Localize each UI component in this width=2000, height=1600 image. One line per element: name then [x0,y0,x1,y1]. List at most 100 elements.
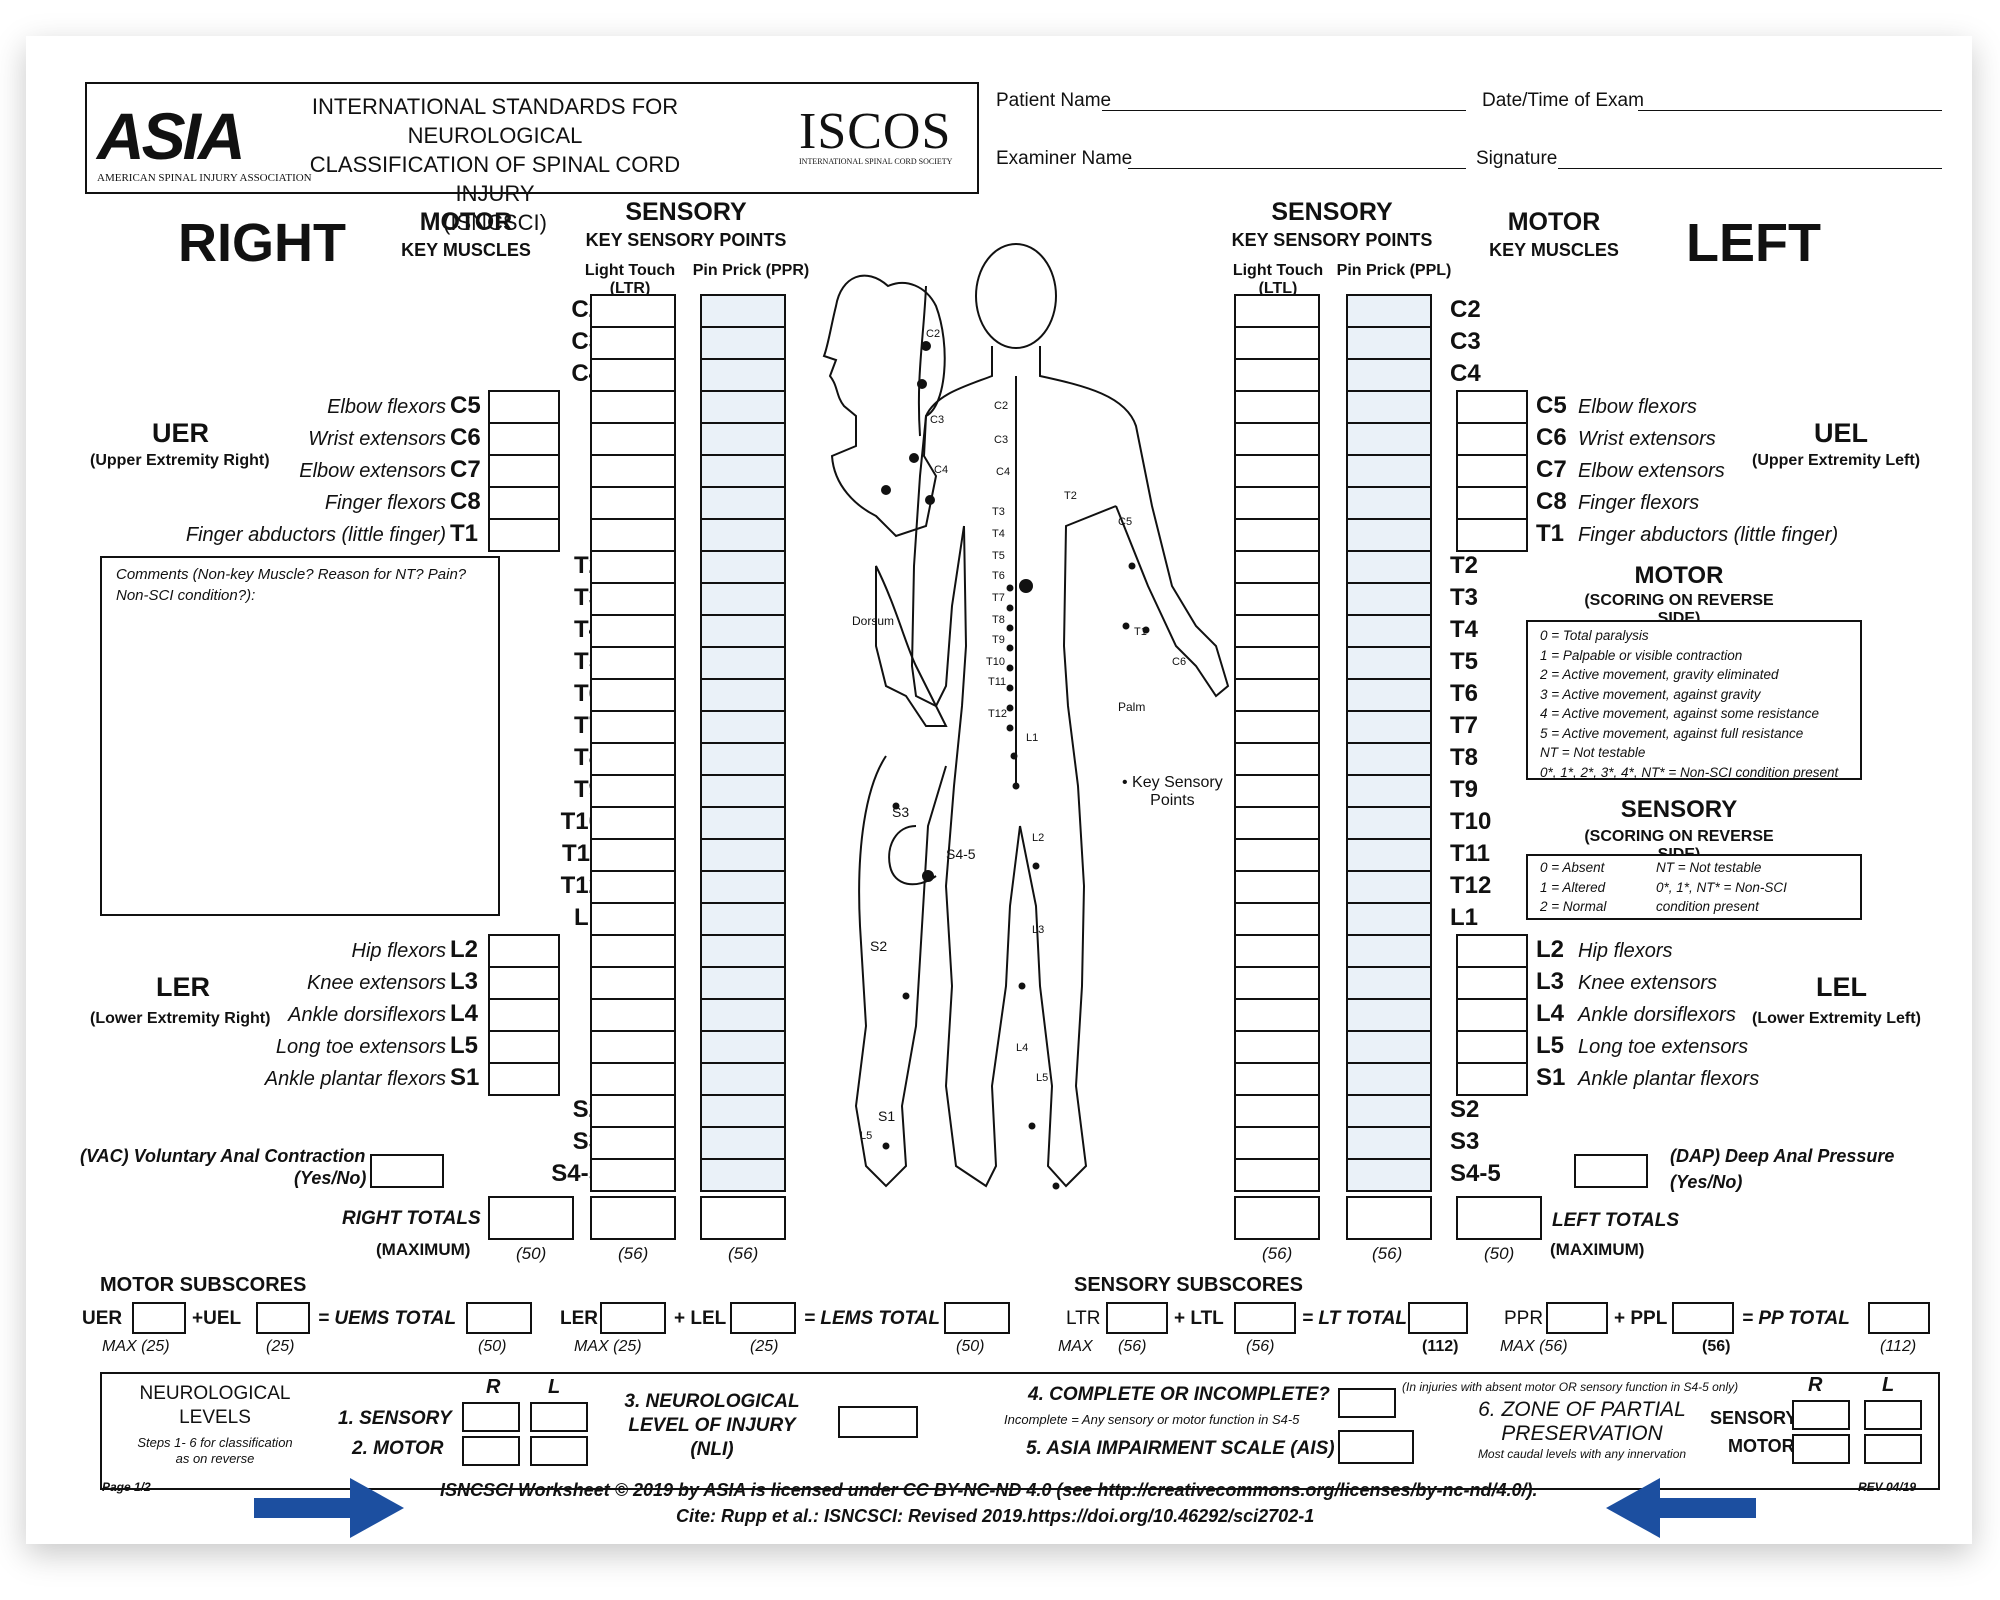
right-motor-cell[interactable] [488,486,560,520]
right-motor-cell[interactable] [488,1030,560,1064]
zpp-motor-right[interactable] [1792,1434,1850,1464]
right-lt-cell[interactable] [590,902,676,936]
left-pp-cell[interactable] [1346,710,1432,744]
right-lt-cell[interactable] [590,326,676,360]
left-pp-cell[interactable] [1346,358,1432,392]
signature-field[interactable] [1558,168,1942,169]
left-pp-cell[interactable] [1346,614,1432,648]
left-lt-cell[interactable] [1234,518,1320,552]
left-pp-cell[interactable] [1346,902,1432,936]
zpp-sensory-left[interactable] [1864,1400,1922,1430]
right-motor-total[interactable] [488,1196,574,1240]
right-lt-cell[interactable] [590,1094,676,1128]
right-pp-cell[interactable] [700,454,786,488]
left-lt-cell[interactable] [1234,646,1320,680]
left-pp-cell[interactable] [1346,870,1432,904]
right-pp-cell[interactable] [700,966,786,1000]
right-pp-cell[interactable] [700,486,786,520]
sensory-level-right[interactable] [462,1402,520,1432]
motor-level-left[interactable] [530,1436,588,1466]
right-pp-cell[interactable] [700,582,786,616]
left-pp-cell[interactable] [1346,454,1432,488]
left-motor-total[interactable] [1456,1196,1542,1240]
right-lt-cell[interactable] [590,998,676,1032]
ppr-subscore-input[interactable] [1546,1302,1608,1334]
right-lt-cell[interactable] [590,710,676,744]
right-lt-cell[interactable] [590,614,676,648]
right-pp-cell[interactable] [700,742,786,776]
left-lt-cell[interactable] [1234,550,1320,584]
left-lt-cell[interactable] [1234,1158,1320,1192]
vac-input[interactable] [370,1154,444,1188]
left-motor-cell[interactable] [1456,966,1528,1000]
left-motor-cell[interactable] [1456,454,1528,488]
right-pp-cell[interactable] [700,294,786,328]
right-pp-cell[interactable] [700,678,786,712]
right-pp-cell[interactable] [700,390,786,424]
left-pp-cell[interactable] [1346,838,1432,872]
right-lt-cell[interactable] [590,1030,676,1064]
right-lt-cell[interactable] [590,358,676,392]
uel-subscore-input[interactable] [256,1302,310,1334]
right-lt-cell[interactable] [590,454,676,488]
left-motor-cell[interactable] [1456,486,1528,520]
pp-total-input[interactable] [1868,1302,1930,1334]
right-pp-cell[interactable] [700,806,786,840]
right-motor-cell[interactable] [488,390,560,424]
left-pp-cell[interactable] [1346,1094,1432,1128]
left-motor-cell[interactable] [1456,1030,1528,1064]
right-motor-cell[interactable] [488,454,560,488]
left-pp-cell[interactable] [1346,550,1432,584]
right-pp-cell[interactable] [700,902,786,936]
lems-total-input[interactable] [944,1302,1010,1334]
right-motor-cell[interactable] [488,518,560,552]
right-lt-cell[interactable] [590,934,676,968]
right-pp-cell[interactable] [700,614,786,648]
right-lt-cell[interactable] [590,742,676,776]
left-pp-cell[interactable] [1346,646,1432,680]
left-motor-cell[interactable] [1456,1062,1528,1096]
right-pp-cell[interactable] [700,358,786,392]
left-lt-cell[interactable] [1234,742,1320,776]
left-pp-cell[interactable] [1346,966,1432,1000]
ltl-subscore-input[interactable] [1234,1302,1296,1334]
motor-level-right[interactable] [462,1436,520,1466]
left-pp-cell[interactable] [1346,678,1432,712]
right-pp-cell[interactable] [700,1126,786,1160]
left-motor-cell[interactable] [1456,998,1528,1032]
right-lt-cell[interactable] [590,646,676,680]
nli-input[interactable] [838,1406,918,1438]
left-lt-cell[interactable] [1234,774,1320,808]
uems-total-input[interactable] [466,1302,532,1334]
ler-subscore-input[interactable] [600,1302,666,1334]
dap-input[interactable] [1574,1154,1648,1188]
right-lt-cell[interactable] [590,838,676,872]
left-lt-cell[interactable] [1234,678,1320,712]
date-time-field[interactable] [1638,110,1942,111]
right-pp-cell[interactable] [700,870,786,904]
right-pp-cell[interactable] [700,1062,786,1096]
lel-subscore-input[interactable] [730,1302,796,1334]
ais-input[interactable] [1338,1430,1414,1464]
right-lt-total[interactable] [590,1196,676,1240]
left-pp-cell[interactable] [1346,1030,1432,1064]
right-motor-cell[interactable] [488,934,560,968]
right-lt-cell[interactable] [590,774,676,808]
ltr-subscore-input[interactable] [1106,1302,1168,1334]
left-motor-cell[interactable] [1456,390,1528,424]
right-pp-cell[interactable] [700,422,786,456]
left-pp-cell[interactable] [1346,486,1432,520]
right-pp-cell[interactable] [700,646,786,680]
sensory-level-left[interactable] [530,1402,588,1432]
left-pp-cell[interactable] [1346,1158,1432,1192]
left-motor-cell[interactable] [1456,422,1528,456]
right-pp-cell[interactable] [700,998,786,1032]
left-lt-cell[interactable] [1234,614,1320,648]
left-pp-cell[interactable] [1346,998,1432,1032]
left-lt-cell[interactable] [1234,1094,1320,1128]
zpp-motor-left[interactable] [1864,1434,1922,1464]
ppl-subscore-input[interactable] [1672,1302,1734,1334]
left-pp-cell[interactable] [1346,1062,1432,1096]
left-lt-cell[interactable] [1234,1126,1320,1160]
right-pp-total[interactable] [700,1196,786,1240]
